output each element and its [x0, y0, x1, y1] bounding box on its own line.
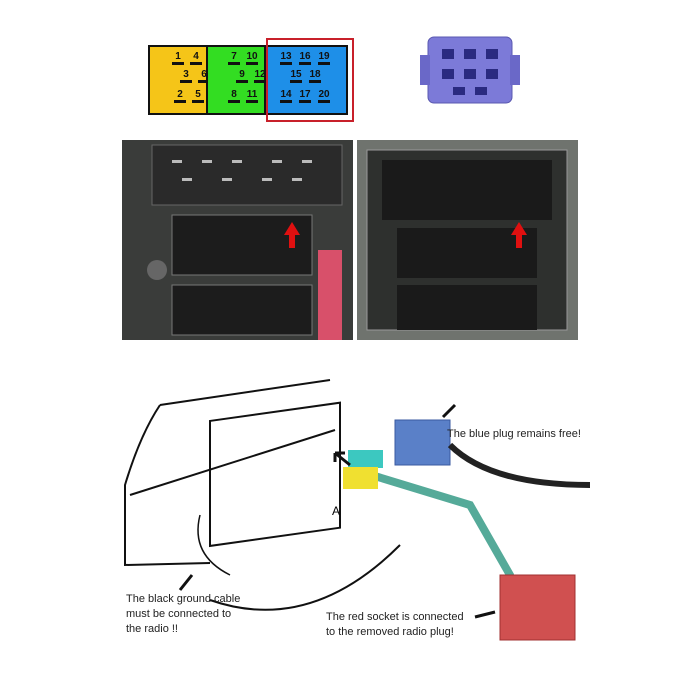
pin: 20 — [316, 89, 332, 103]
pin: 3 — [178, 69, 194, 83]
caption-line: the radio !! — [126, 623, 178, 635]
pin: 9 — [234, 69, 250, 83]
pin: 17 — [297, 89, 313, 103]
pin: 8 — [226, 89, 242, 103]
caption-line: The red socket is connected — [326, 611, 464, 623]
pin: 7 — [226, 51, 242, 65]
wiring-drawing: A — [124, 379, 591, 641]
pin: 11 — [244, 89, 260, 103]
caption-line: to the removed radio plug! — [326, 626, 454, 638]
pin: 6 — [196, 69, 212, 83]
blue-plug-caption: The blue plug remains free! — [447, 428, 581, 440]
highlight-box — [266, 38, 354, 122]
pin: 15 — [288, 69, 304, 83]
pin: 12 — [252, 69, 268, 83]
pin: 18 — [307, 69, 323, 83]
yellow-block: 1 4 3 6 2 5 — [148, 45, 208, 115]
red-socket-caption: The red socket is connected to the remov… — [326, 610, 464, 640]
pin: 1 — [170, 51, 186, 65]
blue-block: 13 16 19 15 18 14 17 20 — [264, 45, 348, 115]
pin: 16 — [297, 51, 313, 65]
pin: 2 — [172, 89, 188, 103]
pinout-diagram: 1 4 3 6 2 5 7 10 9 12 8 11 13 16 19 15 1… — [148, 45, 358, 117]
caption-line: The black ground cable — [126, 593, 241, 605]
pin: 19 — [316, 51, 332, 65]
pin: 10 — [244, 51, 260, 65]
pin: 5 — [190, 89, 206, 103]
pin: 14 — [278, 89, 294, 103]
red-arrow-icon — [511, 222, 527, 248]
green-block: 7 10 9 12 8 11 — [206, 45, 266, 115]
ground-cable-caption: The black ground cable must be connected… — [126, 592, 240, 637]
pin: 13 — [278, 51, 294, 65]
caption-line: must be connected to — [126, 608, 232, 620]
pin: 4 — [188, 51, 204, 65]
radio-back-photo-right — [357, 140, 578, 340]
radio-back-photo-left — [122, 140, 353, 340]
red-arrow-icon — [284, 222, 300, 248]
slot-label: A — [332, 504, 340, 518]
blue-plug-image — [420, 36, 520, 104]
